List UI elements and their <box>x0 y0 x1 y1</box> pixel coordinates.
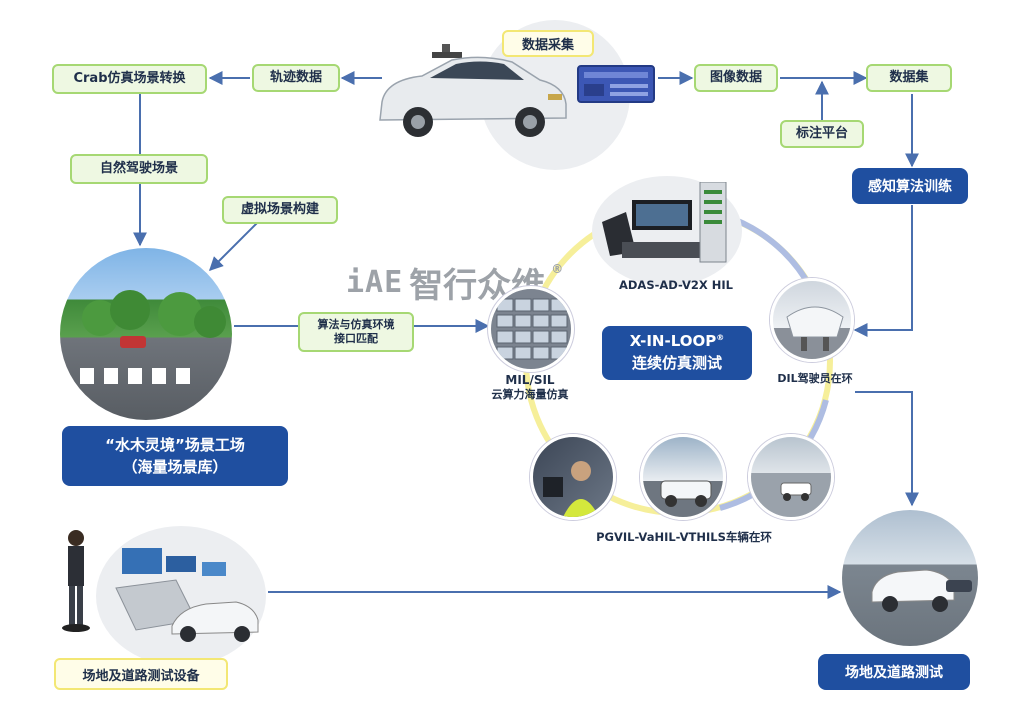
track-data-box: 轨迹数据 <box>252 64 340 92</box>
virtual-street-scene-icon <box>60 248 232 420</box>
perception-training-box: 感知算法训练 <box>852 168 968 204</box>
autonomous-car-icon <box>372 42 570 142</box>
arrow-dil-to-site <box>855 391 919 507</box>
crab-conversion-box: Crab仿真场景转换 <box>52 64 207 94</box>
data-collection-box: 数据采集 <box>502 30 594 57</box>
annotation-platform-box: 标注平台 <box>780 120 864 148</box>
logo-mark: iAE <box>346 264 404 300</box>
data-logger-icon <box>576 62 656 106</box>
adas-label: ADAS-AD-V2X HIL <box>618 278 733 292</box>
simulation-grid-icon <box>488 286 574 372</box>
pgvil-label: PGVIL-VaHIL-VTHILS车辆在环 <box>596 530 772 544</box>
vthils-vehicle-icon <box>748 434 834 520</box>
dataset-box: 数据集 <box>866 64 952 92</box>
interface-match-box: 算法与仿真环境 接口匹配 <box>298 312 414 352</box>
driving-simulator-icon <box>770 278 854 362</box>
mil-label: MIL/SIL 云算力海量仿真 <box>491 373 569 402</box>
virtual-scene-box: 虚拟场景构建 <box>222 196 338 224</box>
vahil-lab-icon <box>640 434 726 520</box>
arrow-virtual-to-scene <box>209 221 259 271</box>
hil-simulator-rig-icon <box>596 182 740 266</box>
site-equipment-box: 场地及道路测试设备 <box>54 658 228 690</box>
scene-factory-box: “水木灵境”场景工场 （海量场景库） <box>62 426 288 486</box>
site-test-box: 场地及道路测试 <box>818 654 970 690</box>
image-data-box: 图像数据 <box>694 64 778 92</box>
dil-label: DIL驾驶员在环 <box>777 372 853 385</box>
xinloop-box: X-IN-LOOP® 连续仿真测试 <box>602 326 752 380</box>
test-vehicle-icon <box>842 510 978 646</box>
natural-driving-box: 自然驾驶场景 <box>70 154 208 184</box>
pgvil-driver-icon <box>530 434 616 520</box>
logo-reg: ® <box>551 262 564 276</box>
arrow-training-to-dil <box>853 205 913 337</box>
test-equipment-icon <box>56 528 266 660</box>
